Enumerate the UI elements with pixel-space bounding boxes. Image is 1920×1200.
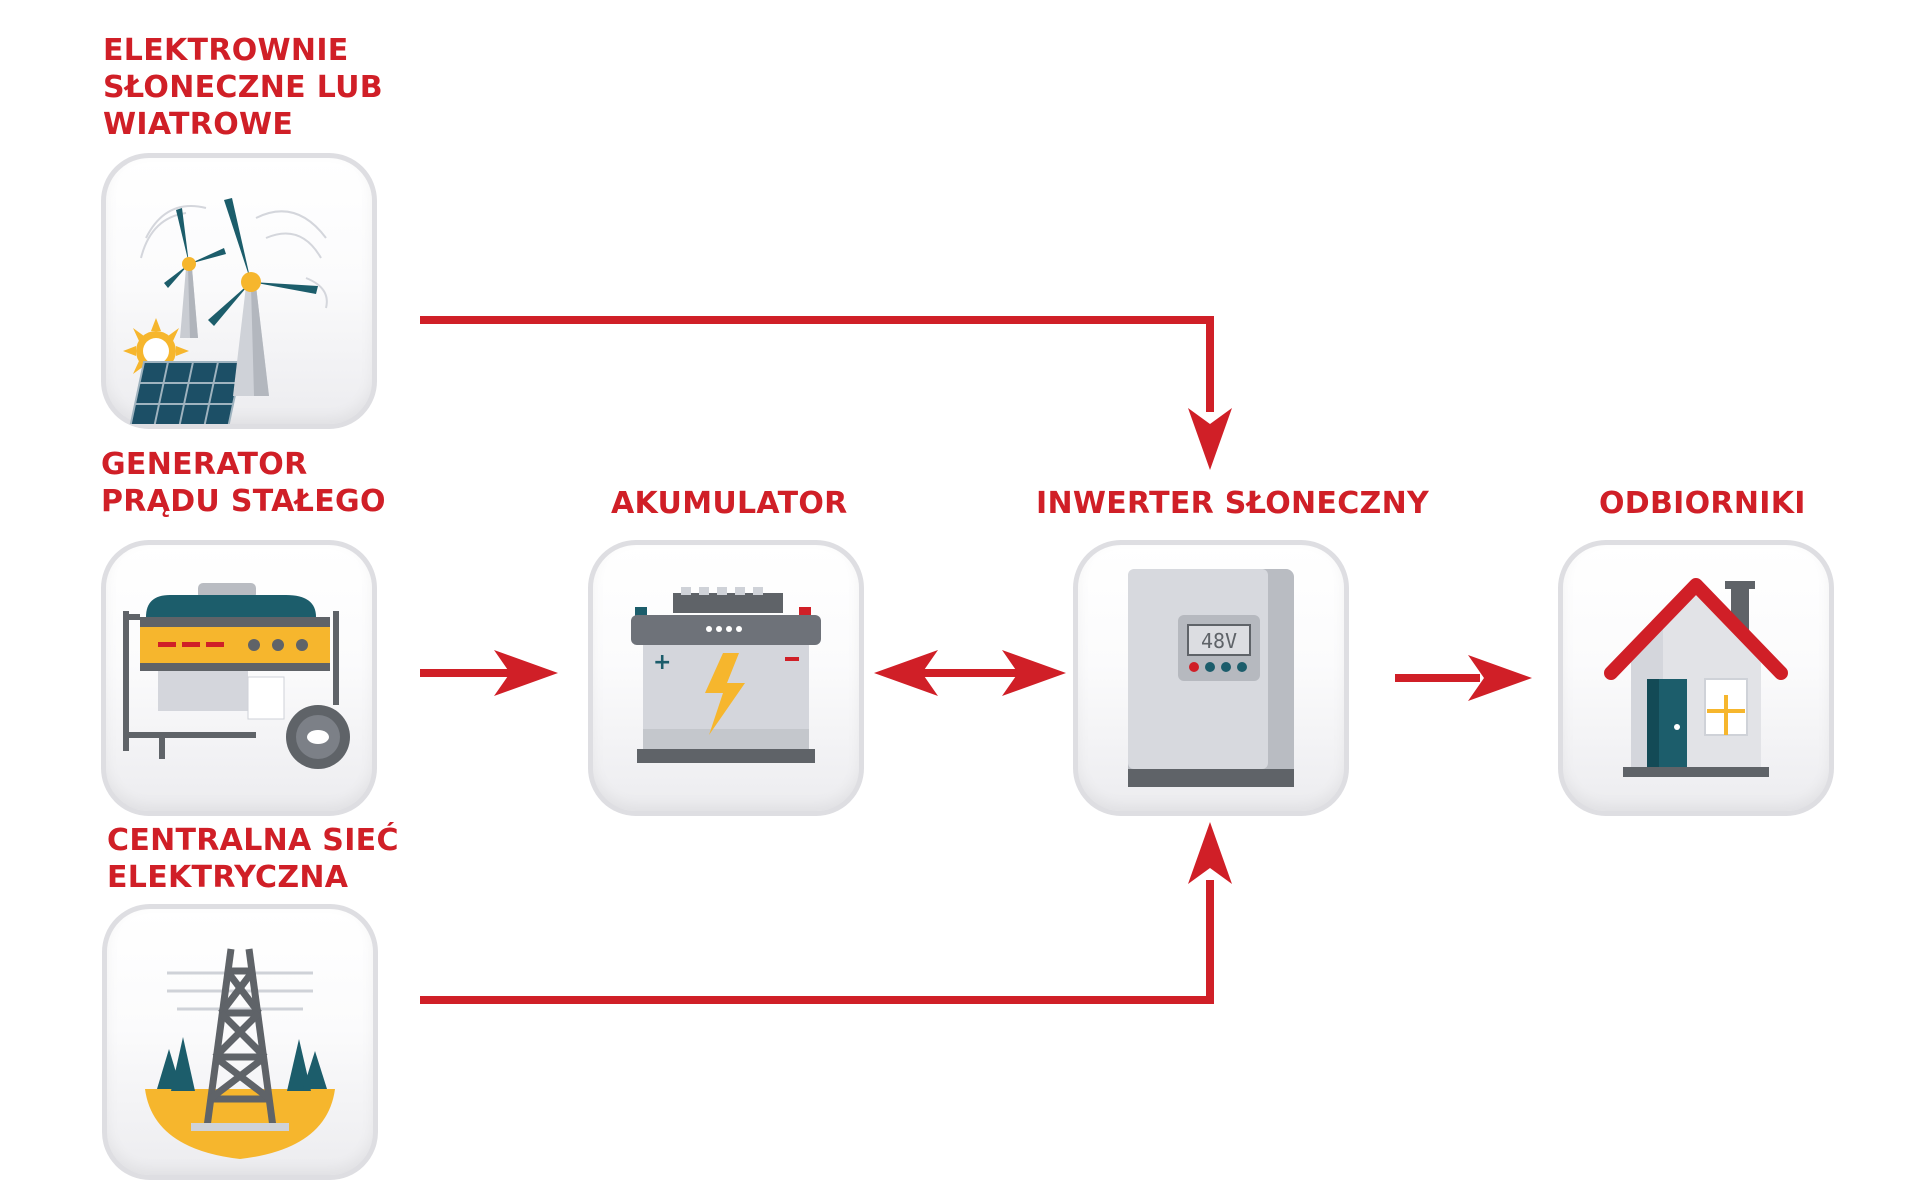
renewables-label-line-1: ELEKTROWNIE <box>103 33 349 68</box>
grid-label-line-1: CENTRALNA SIEĆ <box>107 823 399 858</box>
arrowhead-down-inverter <box>1188 408 1232 470</box>
renewables-label-line-3: WIATROWE <box>103 107 294 142</box>
battery-icon: + <box>631 587 821 763</box>
grid-label-line-2: ELEKTRYCZNA <box>107 860 349 895</box>
renewables-tile <box>101 153 377 429</box>
arrowhead-right-inverter <box>1002 650 1066 696</box>
wind-solar-icon <box>123 198 328 424</box>
inverter-label: INWERTER SŁONECZNY <box>1036 486 1430 521</box>
loads-tile <box>1558 540 1834 816</box>
inverter-display-text: 48V <box>1201 629 1237 653</box>
generator-label-line-1: GENERATOR <box>101 447 308 482</box>
battery-tile: + <box>588 540 864 816</box>
svg-text:+: + <box>653 650 671 675</box>
house-icon <box>1604 578 1788 777</box>
battery-label: AKUMULATOR <box>611 486 848 521</box>
arrowhead-up-inverter <box>1188 822 1232 884</box>
power-pylon-icon <box>145 948 335 1159</box>
generator-tile <box>101 540 377 816</box>
grid-to-inverter-line <box>420 880 1214 1004</box>
arrowhead-right-loads <box>1468 655 1532 701</box>
arrowhead-left-battery <box>874 650 938 696</box>
renewables-label: ELEKTROWNIE SŁONECZNE LUB WIATROWE <box>103 32 383 143</box>
grid-tile <box>102 904 378 1180</box>
grid-label: CENTRALNA SIEĆ ELEKTRYCZNA <box>107 822 399 896</box>
renewables-label-line-2: SŁONECZNE LUB <box>103 70 383 105</box>
arrowhead-right-battery <box>494 650 558 696</box>
generator-label-line-2: PRĄDU STAŁEGO <box>101 484 386 519</box>
inverter-icon: 48V <box>1128 569 1294 787</box>
generator-label: GENERATOR PRĄDU STAŁEGO <box>101 446 386 520</box>
loads-label: ODBIORNIKI <box>1599 486 1806 521</box>
renewables-to-inverter-line <box>420 316 1214 412</box>
generator-icon <box>123 583 350 769</box>
inverter-tile: 48V <box>1073 540 1349 816</box>
